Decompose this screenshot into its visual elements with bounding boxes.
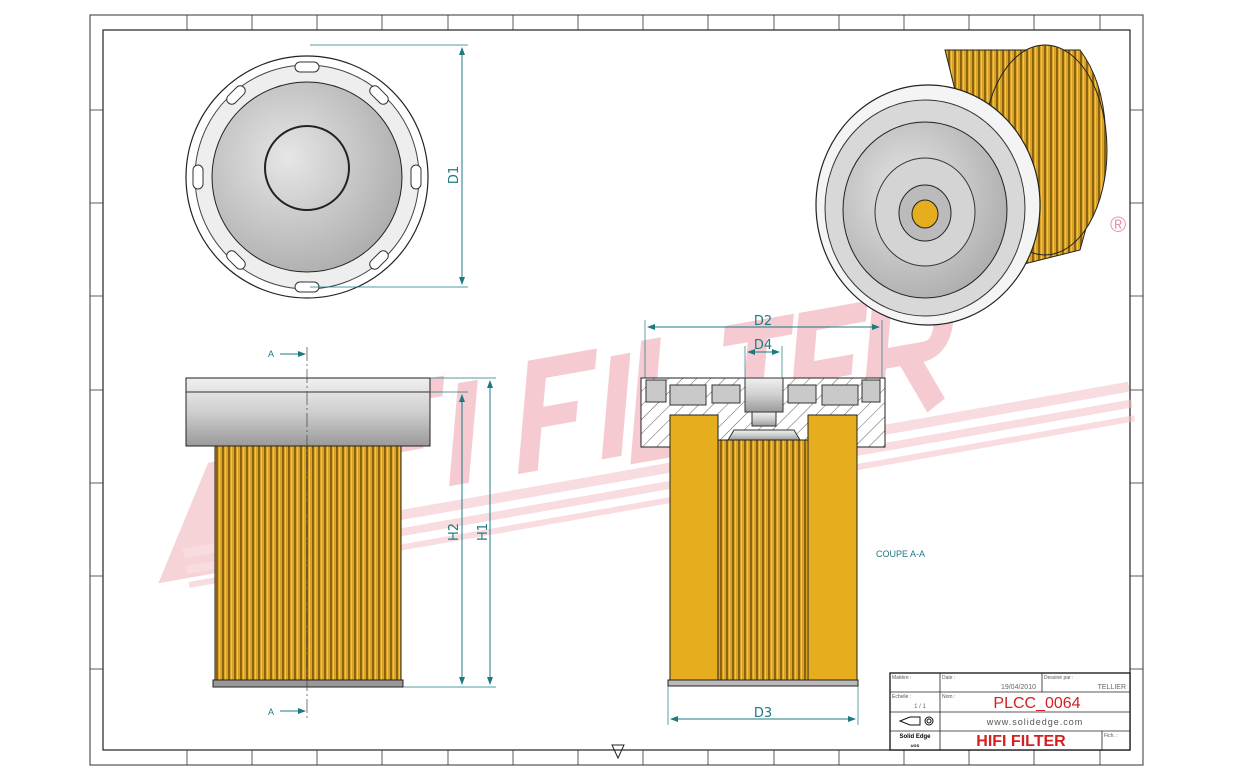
isometric-view <box>815 44 1108 326</box>
watermark-letter <box>518 348 597 475</box>
front-view <box>185 347 431 718</box>
file-label: Fich. : <box>1104 733 1118 739</box>
top-view <box>185 55 429 299</box>
dimension-d1: D1 <box>310 44 468 288</box>
dimension-label-d4: D4 <box>754 338 772 353</box>
name-label: Nom : <box>942 694 955 700</box>
company-name: HIFI FILTER <box>976 733 1066 750</box>
software-sub: UGS <box>911 743 920 748</box>
dimension-label-d2: D2 <box>754 314 772 329</box>
date-label: Date : <box>942 675 955 681</box>
material-label: Matière : <box>892 675 911 681</box>
center-mark-icon <box>611 744 625 760</box>
projection-symbol-icon <box>898 716 934 726</box>
dimension-label-d1: D1 <box>447 166 462 184</box>
watermark-letter <box>787 300 868 437</box>
part-name: PLCC_0064 <box>993 695 1080 712</box>
dimension-label-h1: H1 <box>476 523 491 541</box>
section-mark-bottom: A <box>268 707 274 717</box>
scale-label: Echelle : <box>892 694 911 700</box>
dimension-h2-h1: H2 H1 <box>403 377 496 688</box>
watermark-registered-mark: ® <box>1110 212 1126 237</box>
date-value: 19/04/2010 <box>1001 684 1036 691</box>
software-name: Solid Edge <box>899 734 931 740</box>
section-view <box>640 377 886 687</box>
dimension-label-d3: D3 <box>754 706 772 721</box>
title-block: Matière : Date : 19/04/2010 Dessiné par … <box>889 672 1131 751</box>
section-label: COUPE A-A <box>876 549 925 559</box>
watermark-letter <box>601 352 631 460</box>
scale-value: 1 / 1 <box>914 704 926 710</box>
drawn-by-label: Dessiné par : <box>1044 675 1073 681</box>
dimension-label-h2: H2 <box>447 523 462 541</box>
zone-ticks <box>90 15 1143 765</box>
author-value: TELLIER <box>1098 684 1126 691</box>
watermark-letter <box>449 379 478 487</box>
section-mark-top: A <box>268 349 274 359</box>
website: www.solidedge.com <box>986 717 1084 727</box>
dimension-d2-d4-d3: D2 D4 D3 <box>644 314 883 725</box>
section-marks: A A <box>268 349 306 717</box>
